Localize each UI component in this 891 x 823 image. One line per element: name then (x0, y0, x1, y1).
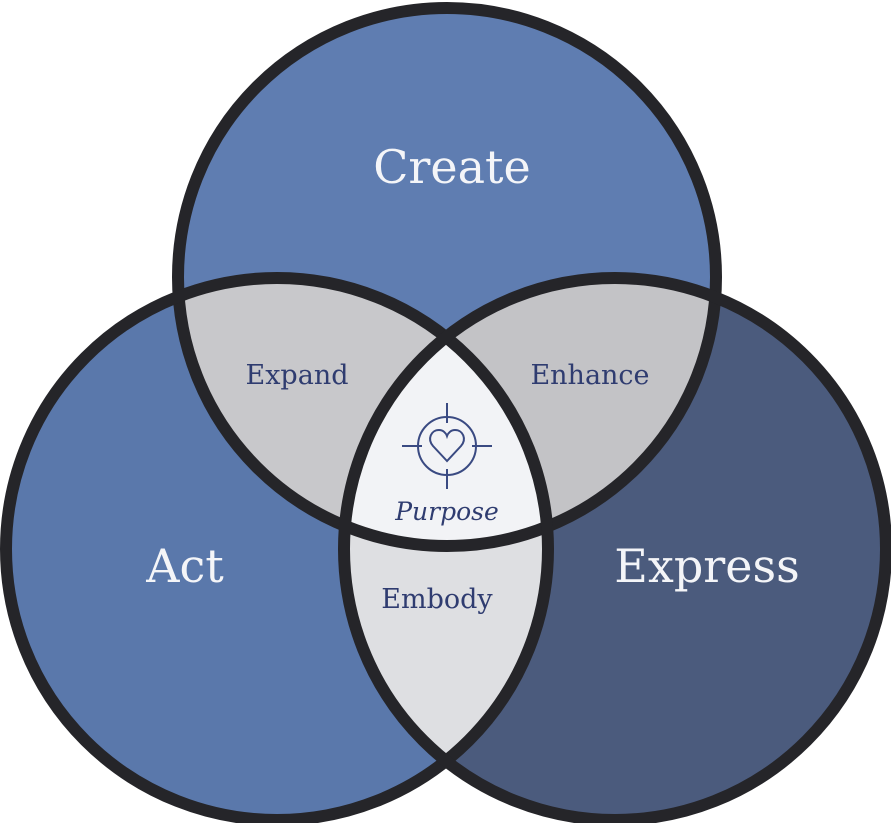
label-embody: Embody (381, 584, 493, 615)
label-expand: Expand (246, 360, 349, 391)
label-express: Express (614, 539, 799, 593)
label-create: Create (373, 140, 531, 194)
target-heart-icon (402, 403, 492, 489)
label-act: Act (145, 539, 224, 593)
label-enhance: Enhance (530, 360, 649, 391)
label-purpose: Purpose (394, 497, 499, 526)
